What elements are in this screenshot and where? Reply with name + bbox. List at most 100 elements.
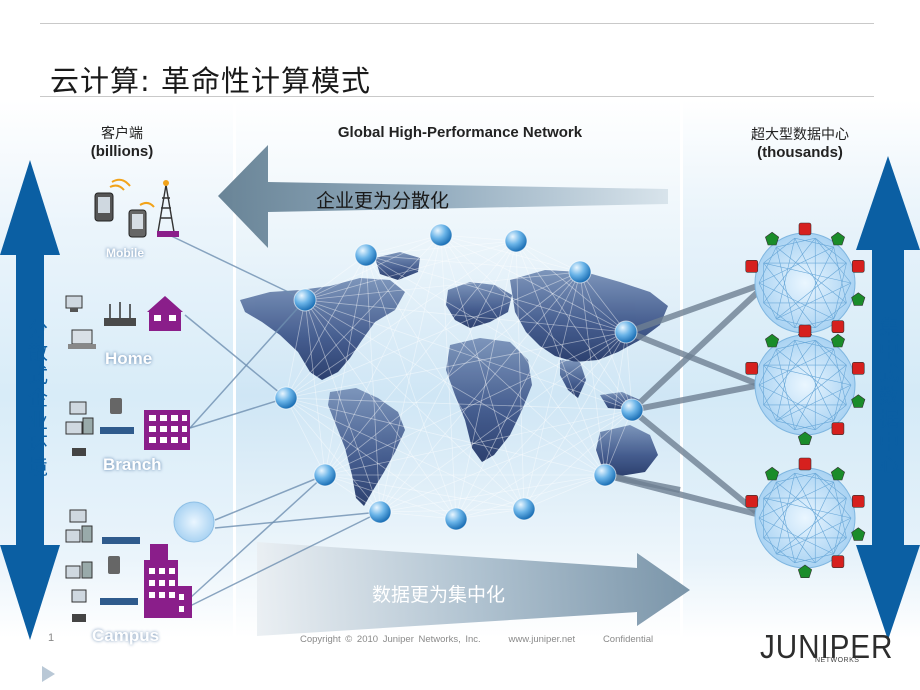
- branch-devices: [65, 398, 190, 456]
- cluster-link: [833, 481, 847, 539]
- network-nodes: [274, 223, 644, 531]
- top-arrow-text: 企业更为分散化: [316, 190, 450, 212]
- next-slide-icon[interactable]: [42, 666, 55, 682]
- cluster-link: [758, 246, 777, 284]
- network-node: [354, 243, 378, 267]
- network-node: [614, 320, 638, 344]
- cluster-link: [794, 472, 834, 483]
- left-vertical-arrow: [0, 160, 60, 640]
- cluster-link: [776, 472, 816, 483]
- cluster-link: [763, 237, 795, 264]
- red-server-icon: [831, 555, 845, 568]
- cluster-link: [833, 497, 847, 555]
- cluster-link: [794, 246, 834, 328]
- cluster-link: [815, 237, 847, 264]
- cluster-link: [776, 262, 847, 320]
- cluster-link: [794, 348, 834, 430]
- network-node: [444, 507, 468, 531]
- cluster-link: [833, 282, 852, 320]
- cluster-link: [763, 262, 816, 329]
- cluster-link: [815, 339, 847, 366]
- network-node: [293, 288, 317, 312]
- network-mesh: [285, 234, 633, 520]
- red-server-icon: [745, 260, 759, 273]
- cluster-link: [815, 302, 847, 329]
- cluster-link: [758, 384, 834, 422]
- cluster-link: [776, 364, 847, 422]
- green-server-icon: [765, 231, 780, 246]
- cluster-link: [763, 262, 852, 284]
- cluster-link: [776, 238, 796, 320]
- cluster-link: [758, 246, 834, 284]
- green-server-icon: [830, 466, 845, 481]
- branch-label: Branch: [103, 455, 162, 474]
- cluster-link: [776, 348, 847, 406]
- cluster-link: [815, 537, 847, 564]
- cluster-link: [794, 473, 834, 555]
- cluster-link: [776, 340, 796, 422]
- green-server-icon: [765, 466, 780, 481]
- cluster-link: [794, 553, 834, 564]
- cluster-link: [763, 404, 795, 431]
- red-server-icon: [745, 362, 759, 375]
- cluster-link: [833, 384, 852, 422]
- cluster-link: [763, 339, 795, 366]
- bottom-arrow-text: 数据更为集中化: [372, 584, 506, 606]
- cluster-link: [776, 473, 796, 555]
- cluster-link: [794, 339, 834, 350]
- home-devices: [65, 295, 183, 349]
- cluster-link: [833, 517, 852, 555]
- cluster-link: [758, 517, 777, 555]
- network-node: [504, 229, 528, 253]
- cluster-link: [758, 481, 777, 519]
- cluster-link: [833, 364, 847, 422]
- red-server-icon: [798, 324, 812, 338]
- cluster-link: [794, 420, 834, 431]
- cluster-link: [815, 237, 852, 284]
- green-server-icon: [830, 231, 845, 246]
- cluster-link: [758, 481, 834, 519]
- cluster-link: [776, 481, 847, 539]
- cluster-link: [763, 497, 852, 519]
- cluster-link: [763, 537, 795, 564]
- datacenter-cluster: [754, 232, 856, 334]
- decentralize-arrow: [218, 145, 668, 248]
- green-server-icon: [851, 292, 866, 306]
- cluster-link: [794, 238, 834, 320]
- red-server-icon: [851, 362, 865, 375]
- cluster-link: [763, 472, 816, 539]
- datacenter-clusters: [745, 222, 866, 579]
- campus-devices: [65, 501, 215, 622]
- world-map: [240, 252, 668, 506]
- red-server-icon: [745, 495, 759, 508]
- network-node: [274, 386, 298, 410]
- client-links: [164, 232, 381, 607]
- page-number: 1: [48, 632, 55, 644]
- cluster-link: [763, 364, 816, 431]
- website-link[interactable]: www.juniper.net: [508, 634, 576, 645]
- juniper-logo: JUNIPER: [760, 628, 894, 665]
- cluster-link: [815, 404, 847, 431]
- mobile-label: Mobile: [106, 246, 144, 260]
- cluster-link: [794, 237, 834, 248]
- datacenter-cluster: [754, 334, 856, 436]
- cluster-link: [776, 246, 796, 328]
- network-node: [313, 463, 337, 487]
- juniper-logo-sub: NETWORKS: [815, 657, 860, 664]
- red-server-icon: [798, 222, 812, 236]
- network-node: [368, 500, 392, 524]
- cluster-link: [758, 348, 777, 386]
- green-server-icon: [797, 431, 813, 446]
- cluster-link: [776, 420, 816, 431]
- datacenter-cluster: [754, 467, 856, 569]
- cluster-link: [815, 472, 852, 519]
- cluster-link: [776, 517, 852, 555]
- cluster-link: [758, 517, 834, 555]
- datacenter-links: [604, 282, 763, 518]
- datacenter-header: 超大型数据中心 (thousands): [720, 126, 880, 162]
- network-node: [593, 463, 617, 487]
- copyright-text: Copyright © 2010 Juniper Networks, Inc.: [300, 634, 481, 645]
- mobile-devices: [94, 178, 179, 238]
- cluster-link: [758, 282, 834, 320]
